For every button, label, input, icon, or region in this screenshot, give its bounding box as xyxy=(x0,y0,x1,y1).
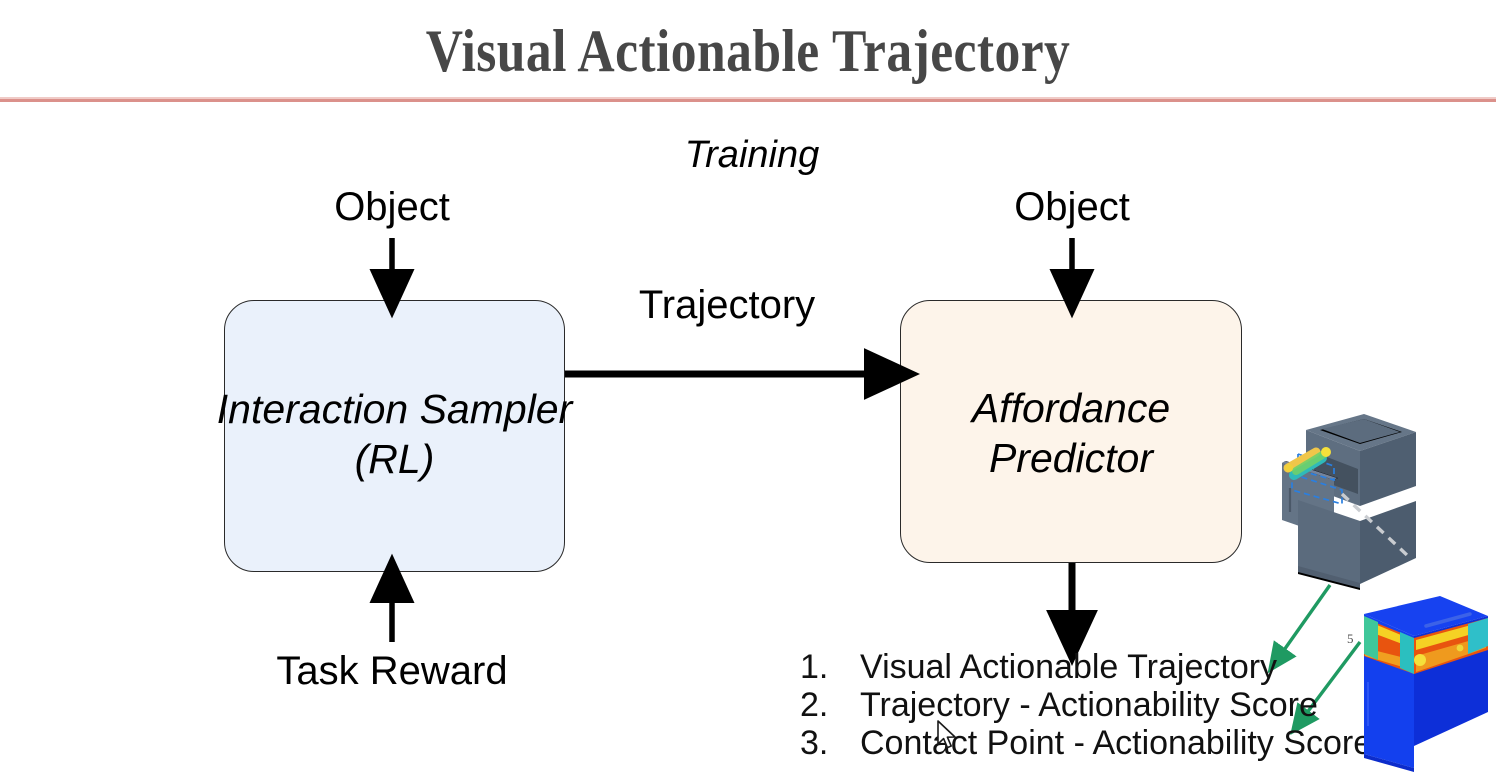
mouse-cursor xyxy=(937,720,956,749)
box-affordance-predictor[interactable]: Affordance Predictor xyxy=(900,300,1242,563)
list-item-label: Visual Actionable Trajectory xyxy=(860,648,1278,686)
box-affordance-predictor-line2: Predictor xyxy=(988,434,1154,481)
input-label-object-left: Object xyxy=(334,185,450,229)
list-item-number: 3. xyxy=(800,724,829,762)
input-label-object-right: Object xyxy=(1014,185,1130,229)
list-item-number: 1. xyxy=(800,648,829,686)
render-affordance-heatmap xyxy=(1364,596,1488,772)
title-rule-soft xyxy=(0,97,1496,99)
page-number: 5 xyxy=(1347,631,1354,646)
list-item-number: 2. xyxy=(800,686,829,724)
box-interaction-sampler-line1: Interaction Sampler xyxy=(216,386,573,432)
box-interaction-sampler-line2: (RL) xyxy=(354,436,435,482)
render-cabinet-with-trajectory xyxy=(1282,414,1416,590)
output-list: 1. Visual Actionable Trajectory 2. Traje… xyxy=(800,648,1372,762)
box-interaction-sampler[interactable]: Interaction Sampler (RL) xyxy=(217,300,572,572)
list-item-label: Trajectory - Actionability Score xyxy=(860,686,1318,724)
title-rule xyxy=(0,99,1496,102)
list-item: 2. Trajectory - Actionability Score xyxy=(800,686,1360,724)
page-title: Visual Actionable Trajectory xyxy=(425,18,1071,84)
edge-label-trajectory: Trajectory xyxy=(638,283,816,327)
box-affordance-predictor-label: Affordance Predictor xyxy=(972,383,1170,483)
list-item: 1. Visual Actionable Trajectory xyxy=(800,648,1360,686)
box-interaction-sampler-label: Interaction Sampler (RL) xyxy=(217,384,573,484)
list-item: 3. Contact Point - Actionability Score xyxy=(800,724,1372,762)
input-label-task-reward: Task Reward xyxy=(276,649,508,693)
phase-label-training: Training xyxy=(684,134,820,176)
box-affordance-predictor-line1: Affordance xyxy=(971,384,1171,431)
